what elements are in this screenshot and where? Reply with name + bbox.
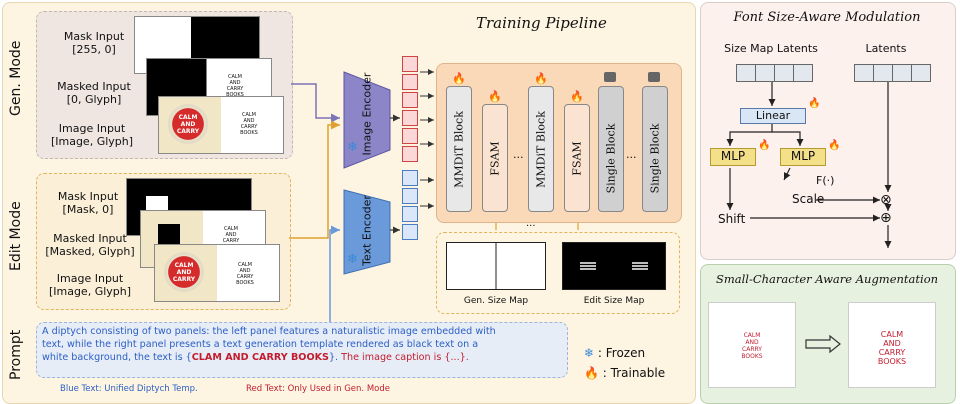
gen-image-input-label: Image Input[Image, Glyph] — [50, 122, 134, 148]
mmdit-block-1 — [446, 86, 472, 212]
text-encoder-label: Text Encoder — [360, 195, 374, 266]
shift-label: Shift — [718, 212, 746, 226]
edit-image-glyph-text: CALM AND CARRY BOOKS — [236, 262, 254, 286]
fire-icon: 🔥 — [808, 98, 821, 109]
mlp-box-2 — [780, 148, 826, 166]
fire-icon: 🔥 — [570, 90, 584, 103]
linear-label: Linear — [755, 109, 791, 122]
scale-label: Scale — [792, 192, 825, 206]
snowflake-icon: ❄ — [347, 252, 358, 267]
latent-tokens — [854, 64, 931, 82]
fsam-connectors — [726, 82, 892, 248]
lock-icon — [604, 72, 616, 82]
f-function-label: F(·) — [816, 174, 835, 187]
ellipsis-mid: ... — [526, 218, 536, 229]
edit-size-map-image — [562, 242, 666, 290]
fire-icon: 🔥 — [534, 72, 548, 85]
fsam-block-1 — [482, 104, 508, 212]
pipeline-title: Training Pipeline — [476, 14, 607, 32]
footnote-blue: Blue Text: Unified Diptych Temp. — [60, 384, 198, 394]
fsam-block-1-label: FSAM — [488, 141, 502, 176]
edit-masked-black-region — [158, 224, 180, 246]
footnote-red: Red Text: Only Used in Gen. Mode — [246, 384, 390, 394]
snowflake-icon: ❄ — [584, 346, 595, 360]
edit-masked-input-label: Masked Input[Masked, Glyph] — [45, 232, 135, 258]
linear-box — [740, 108, 806, 124]
prompt-to-text-encoder-arrow — [329, 225, 340, 322]
edit-image-input-label: Image Input[Image, Glyph] — [48, 272, 132, 298]
gen-masked-glyph-text: CALM AND CARRY BOOKS — [226, 74, 244, 98]
text-encoder-shape — [343, 189, 391, 275]
edit-mask-input-label: Mask Input[Mask, 0] — [57, 190, 119, 216]
mmdit-block-1-label: MMDiT Block — [452, 111, 466, 188]
prompt-label: Prompt — [8, 329, 24, 380]
fsam-block-2 — [564, 104, 590, 212]
gen-size-map-label: Gen. Size Map — [463, 296, 529, 306]
edit-to-image-encoder-arrow — [289, 120, 340, 239]
augmentation-title: Small-Character Aware Augmentation — [715, 272, 939, 286]
aug-arrow — [805, 334, 841, 354]
size-map-latents-label: Size Map Latents — [724, 42, 818, 55]
fsam-block-2-label: FSAM — [570, 141, 584, 176]
image-token-column — [402, 56, 418, 164]
legend-frozen: ❄ : Frozen — [584, 346, 646, 360]
size-map-latent-tokens — [736, 64, 813, 82]
prompt-text: A diptych consisting of two panels: the … — [42, 326, 496, 363]
ellipsis-1: ... — [513, 148, 524, 161]
single-block-2 — [642, 86, 668, 212]
image-encoder-label: Image Encoder — [360, 72, 374, 156]
single-block-2-label: Single Block — [648, 123, 662, 194]
aug-small-image — [708, 302, 796, 388]
lock-icon — [648, 72, 660, 82]
pipeline-connectors — [289, 69, 582, 322]
gen-masked-input-label: Masked Input[0, Glyph] — [57, 80, 131, 106]
ellipsis-2: ... — [626, 148, 637, 161]
prompt-red-caption: The image caption is {...}. — [338, 352, 469, 363]
fire-icon: 🔥 — [488, 90, 502, 103]
latents-label: Latents — [865, 42, 907, 55]
edit-size-map-mark-1 — [580, 262, 596, 270]
single-block-1 — [598, 86, 624, 212]
aug-big-image — [848, 302, 936, 388]
mlp-box-1 — [710, 148, 756, 166]
legend-trainable: 🔥 : Trainable — [584, 366, 666, 380]
prompt-box — [36, 322, 568, 378]
mlp-label-1: MLP — [720, 149, 746, 163]
fire-icon: 🔥 — [758, 140, 771, 151]
prompt-red-text: CLAM AND CARRY BOOKS — [191, 352, 329, 363]
edit-size-map-mark-2 — [632, 262, 648, 270]
gen-image-glyph-text: CALM AND CARRY BOOKS — [240, 112, 258, 136]
fire-icon: 🔥 — [584, 366, 599, 380]
gen-to-image-encoder-arrow — [291, 83, 340, 123]
fsam-title: Font Size-Aware Modulation — [733, 10, 921, 25]
transformer-blocks-area — [436, 63, 682, 223]
fire-icon: 🔥 — [828, 140, 841, 151]
gen-mask-input-label: Mask Input[255, 0] — [63, 30, 125, 56]
mmdit-block-2 — [528, 86, 554, 212]
edit-size-map-label: Edit Size Map — [583, 296, 645, 306]
text-token-column — [402, 170, 418, 242]
fire-icon: 🔥 — [452, 72, 466, 85]
poster-badge-edit — [164, 252, 204, 292]
gen-size-map-image — [446, 242, 546, 290]
add-operator: ⊕ — [880, 210, 892, 226]
fsam-panel — [700, 2, 956, 260]
mlp-label-2: MLP — [790, 149, 816, 163]
snowflake-icon: ❄ — [347, 140, 358, 155]
single-block-1-label: Single Block — [604, 123, 618, 194]
mmdit-block-2-label: MMDiT Block — [534, 111, 548, 188]
multiply-operator: ⊗ — [880, 192, 892, 208]
poster-badge-gen — [168, 104, 208, 144]
image-encoder-shape — [343, 71, 391, 169]
